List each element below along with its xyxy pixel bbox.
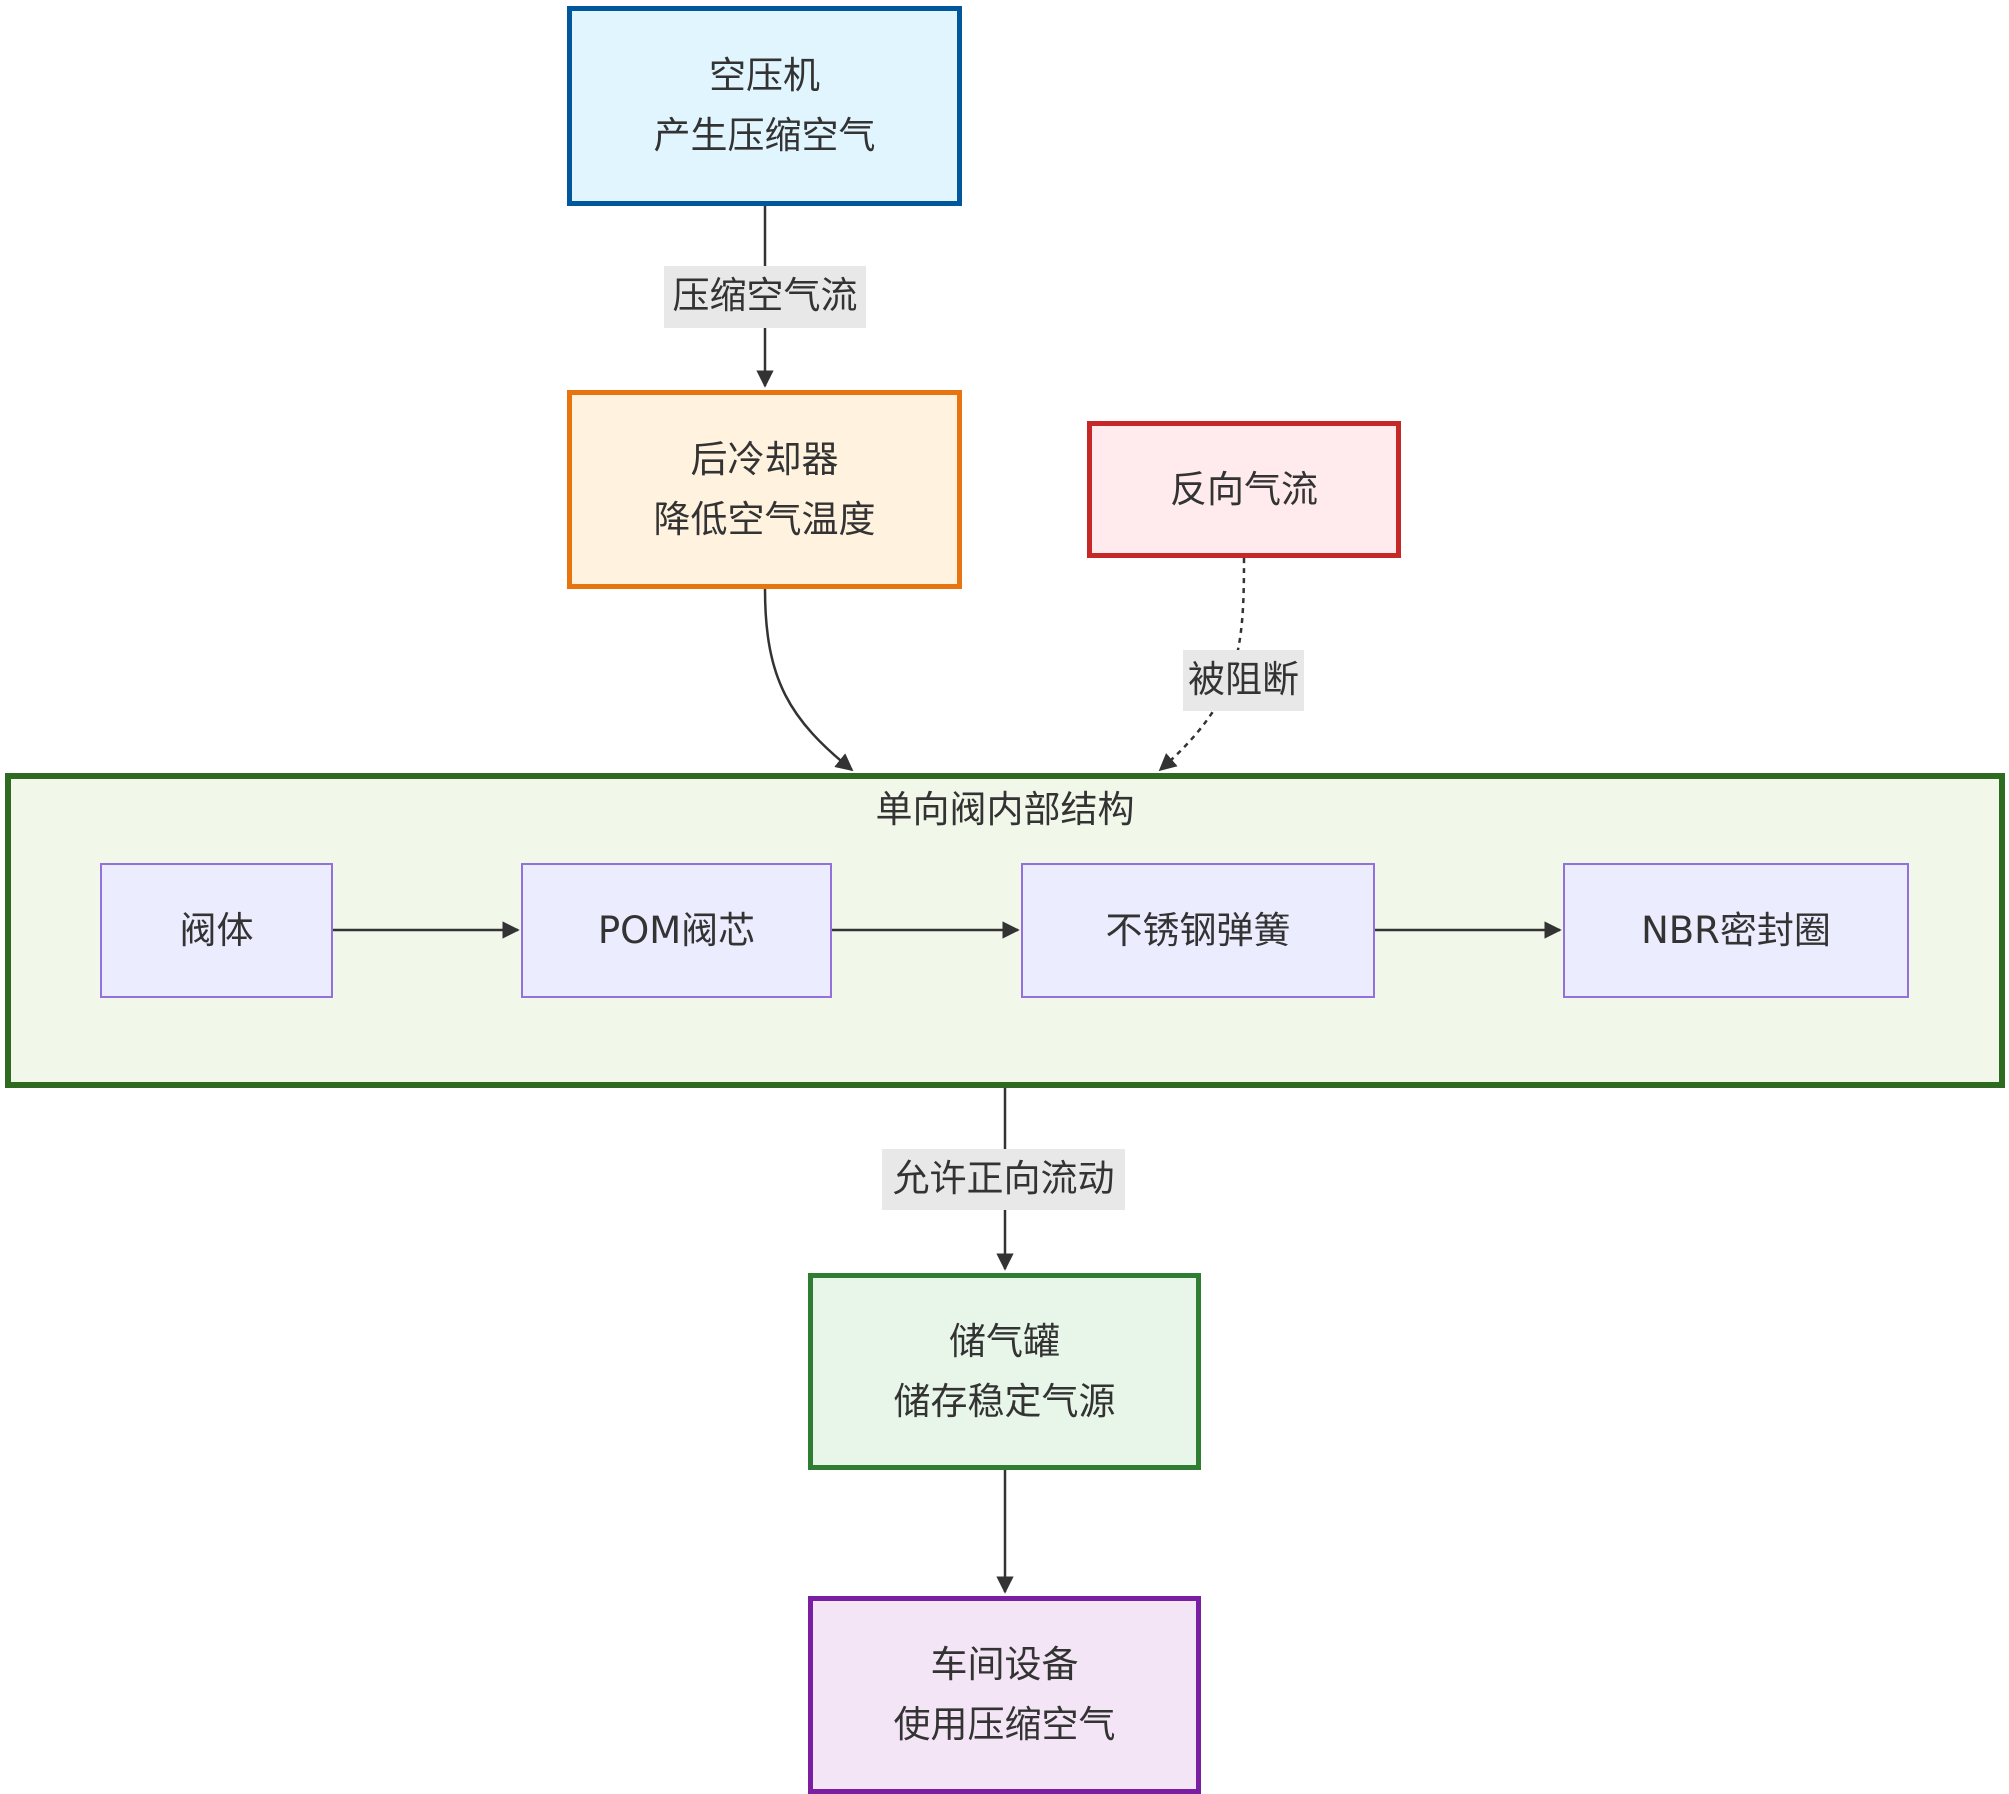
node-pom-core-label: POM阀芯 (597, 908, 756, 952)
node-air-tank-line-2: 储存稳定气源 (893, 1379, 1116, 1423)
node-workshop-equipment-line-1: 车间设备 (930, 1643, 1079, 1686)
node-aftercooler[interactable]: 后冷却器 降低空气温度 (567, 390, 962, 589)
edge-label-allow-forward-flow: 允许正向流动 (882, 1149, 1125, 1210)
node-compressor[interactable]: 空压机 产生压缩空气 (567, 6, 962, 206)
node-compressor-line-2: 产生压缩空气 (653, 114, 876, 157)
node-reverse-flow[interactable]: 反向气流 (1087, 421, 1401, 558)
node-stainless-spring-label: 不锈钢弹簧 (1105, 908, 1291, 952)
edge-label-blocked: 被阻断 (1183, 650, 1304, 711)
node-pom-core[interactable]: POM阀芯 (521, 863, 832, 998)
edge-label-compressed-air-flow: 压缩空气流 (664, 266, 866, 328)
node-air-tank-line-1: 储气罐 (949, 1319, 1060, 1363)
node-reverse-flow-line-1: 反向气流 (1170, 467, 1318, 511)
node-aftercooler-line-1: 后冷却器 (690, 437, 839, 481)
node-nbr-seal-label: NBR密封圈 (1641, 908, 1831, 952)
subgraph-title: 单向阀内部结构 (875, 788, 1135, 831)
node-valve-body-label: 阀体 (179, 908, 254, 952)
node-compressor-line-1: 空压机 (709, 54, 820, 97)
edge-reverse-flow-to-check-valve (1158, 557, 1246, 772)
edge-aftercooler-to-check-valve (763, 588, 854, 772)
node-workshop-equipment-line-2: 使用压缩空气 (893, 1703, 1116, 1746)
node-aftercooler-line-2: 降低空气温度 (653, 497, 876, 541)
node-valve-body[interactable]: 阀体 (100, 863, 333, 998)
node-stainless-spring[interactable]: 不锈钢弹簧 (1021, 863, 1375, 998)
node-workshop-equipment[interactable]: 车间设备 使用压缩空气 (808, 1596, 1201, 1794)
node-nbr-seal[interactable]: NBR密封圈 (1563, 863, 1909, 998)
node-air-tank[interactable]: 储气罐 储存稳定气源 (808, 1273, 1201, 1470)
